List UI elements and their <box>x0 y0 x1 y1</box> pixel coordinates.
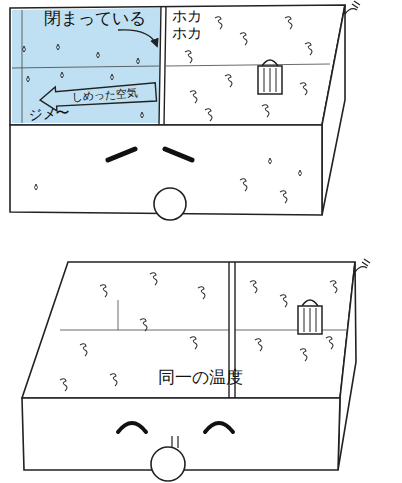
warm-mark <box>100 285 107 297</box>
worried-eyebrows <box>108 149 192 160</box>
label-text: 同一の温度 <box>158 368 278 388</box>
pointer-arrow <box>118 30 157 46</box>
worried-box <box>10 1 360 220</box>
warm-mark <box>140 319 147 331</box>
warm-mark <box>250 281 257 293</box>
water-drop <box>27 76 30 82</box>
happy-eyes <box>118 423 233 432</box>
water-drop <box>23 46 26 52</box>
warm-mark <box>326 337 333 349</box>
happy-box <box>22 259 370 481</box>
arrow-outline-path <box>39 80 156 112</box>
warm-mark <box>305 43 312 55</box>
warm-mark <box>225 75 232 87</box>
warm-marks <box>185 17 312 203</box>
warm-mark <box>300 349 307 361</box>
heater-symbol <box>298 300 322 334</box>
warm-mark <box>190 337 197 349</box>
water-drop <box>111 74 114 80</box>
warm-mark <box>300 83 307 95</box>
warm-mark <box>280 191 287 203</box>
warm-mark <box>285 17 292 29</box>
warm-mark <box>80 344 87 356</box>
face-nose <box>154 188 186 220</box>
warm-mark <box>240 179 247 191</box>
heater-handle <box>302 300 318 306</box>
label-text: 閉まっている <box>44 9 174 29</box>
plug-cord <box>355 259 370 272</box>
water-drop <box>35 184 38 190</box>
heater-body <box>258 66 282 94</box>
warm-mark <box>280 295 287 307</box>
partition-wall <box>159 6 166 125</box>
warm-mark <box>150 273 157 285</box>
heater-handle <box>262 60 278 66</box>
warm-mark <box>110 374 117 386</box>
water-drops <box>23 44 302 190</box>
warm-mark <box>330 281 337 293</box>
plug-cord <box>345 1 360 14</box>
water-drop <box>269 158 272 164</box>
box-side <box>322 5 345 215</box>
heater-symbol <box>258 60 282 94</box>
heater-fins <box>304 308 316 332</box>
water-drop <box>57 44 60 50</box>
water-drop <box>299 170 302 176</box>
warm-mark <box>60 379 67 391</box>
warm-mark <box>262 105 269 117</box>
warm-mark <box>215 17 222 29</box>
water-drop <box>97 52 100 58</box>
warm-mark <box>205 109 212 121</box>
heater-body <box>298 306 322 334</box>
inner-wall-line <box>12 10 330 123</box>
water-drop <box>137 58 140 64</box>
box-side <box>338 262 356 470</box>
warm-mark <box>240 33 247 45</box>
label-text: ホカ ホカ <box>172 8 204 43</box>
heater-fins <box>264 68 276 92</box>
warm-marks <box>60 273 337 391</box>
warm-mark <box>185 51 192 63</box>
face-mouth <box>172 436 178 448</box>
warm-mark <box>190 91 197 103</box>
box-opening <box>22 262 355 398</box>
water-drop <box>61 72 64 78</box>
warm-mark <box>198 287 205 299</box>
water-drop <box>141 112 144 118</box>
face-nose <box>151 447 185 481</box>
warm-mark <box>255 339 262 351</box>
box-opening <box>10 5 345 125</box>
